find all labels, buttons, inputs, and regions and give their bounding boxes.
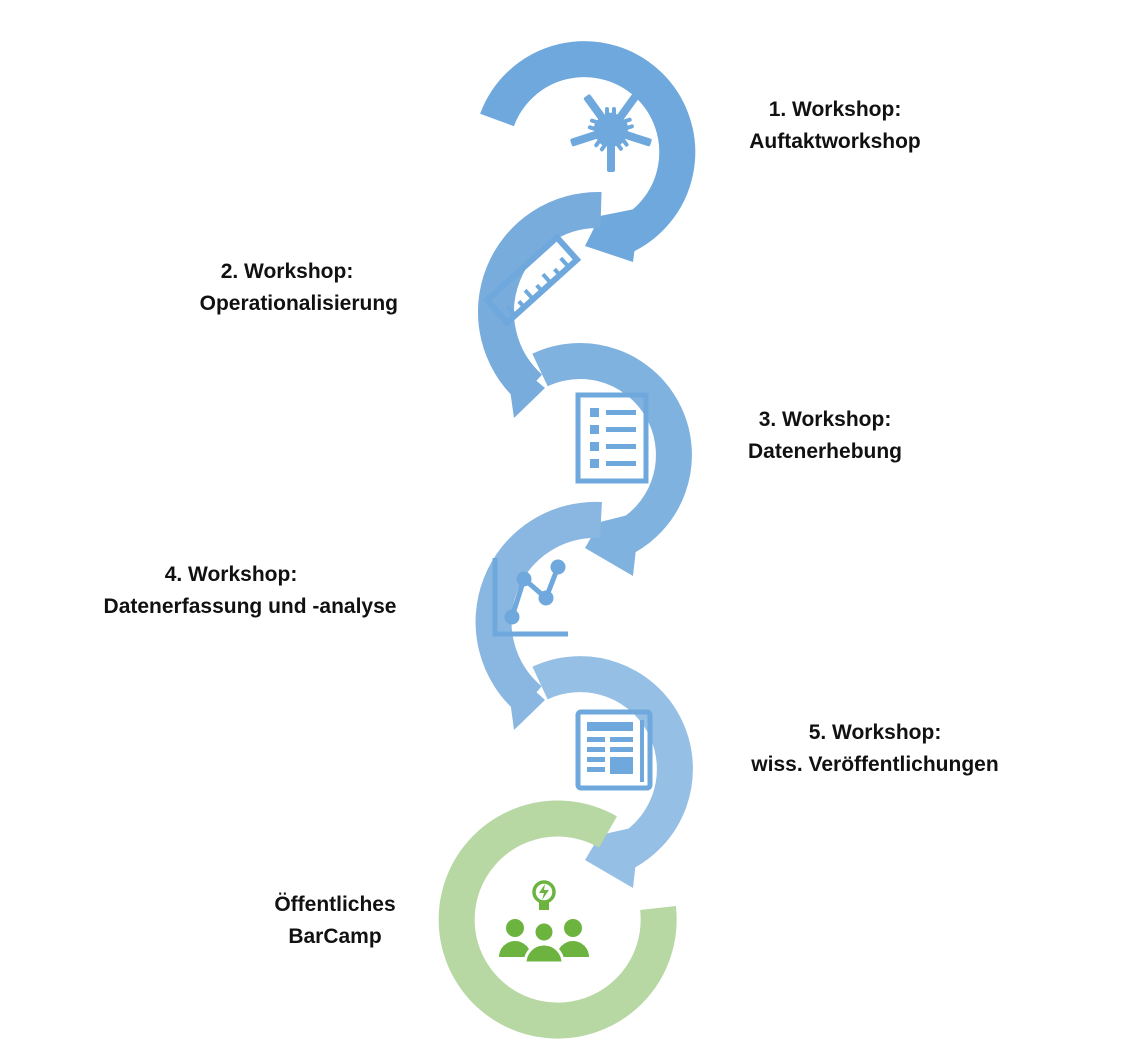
step-2-title: 2. Workshop:	[220, 260, 354, 283]
step-1-label: 1. Workshop: Auftaktworkshop	[730, 94, 940, 158]
step-5-arrow	[532, 656, 693, 888]
step-3-label: 3. Workshop: Datenerhebung	[730, 404, 920, 468]
step-2-subtitle: Operationalisierung	[199, 292, 398, 315]
line-chart-icon	[492, 558, 568, 637]
newspaper-icon	[575, 709, 653, 791]
step-4-arrow	[475, 501, 602, 730]
final-label: Öffentliches BarCamp	[255, 889, 415, 953]
hands-icon	[570, 94, 652, 172]
step-1-title: 1. Workshop:	[768, 98, 902, 121]
final-title: Öffentliches	[274, 893, 396, 916]
step-5-subtitle: wiss. Veröffentlichungen	[751, 753, 999, 776]
step-3-title: 3. Workshop:	[758, 408, 892, 431]
step-4-title: 4. Workshop:	[164, 563, 298, 586]
step-5-label: 5. Workshop: wiss. Veröffentlichungen	[735, 717, 1015, 781]
step-4-subtitle: Datenerfassung und -analyse	[103, 595, 397, 618]
step-1-subtitle: Auftaktworkshop	[749, 130, 921, 153]
final-subtitle: BarCamp	[288, 925, 382, 948]
final-ring	[438, 800, 677, 1039]
step-3-subtitle: Datenerhebung	[747, 440, 902, 463]
step-2-label: 2. Workshop: Operationalisierung	[150, 256, 398, 320]
team-idea-icon	[499, 880, 589, 965]
ruler-icon	[482, 233, 582, 327]
step-5-title: 5. Workshop:	[808, 721, 942, 744]
step-2-arrow	[478, 191, 602, 418]
checklist-icon	[575, 392, 649, 484]
step-4-label: 4. Workshop: Datenerfassung und -analyse	[92, 559, 408, 623]
